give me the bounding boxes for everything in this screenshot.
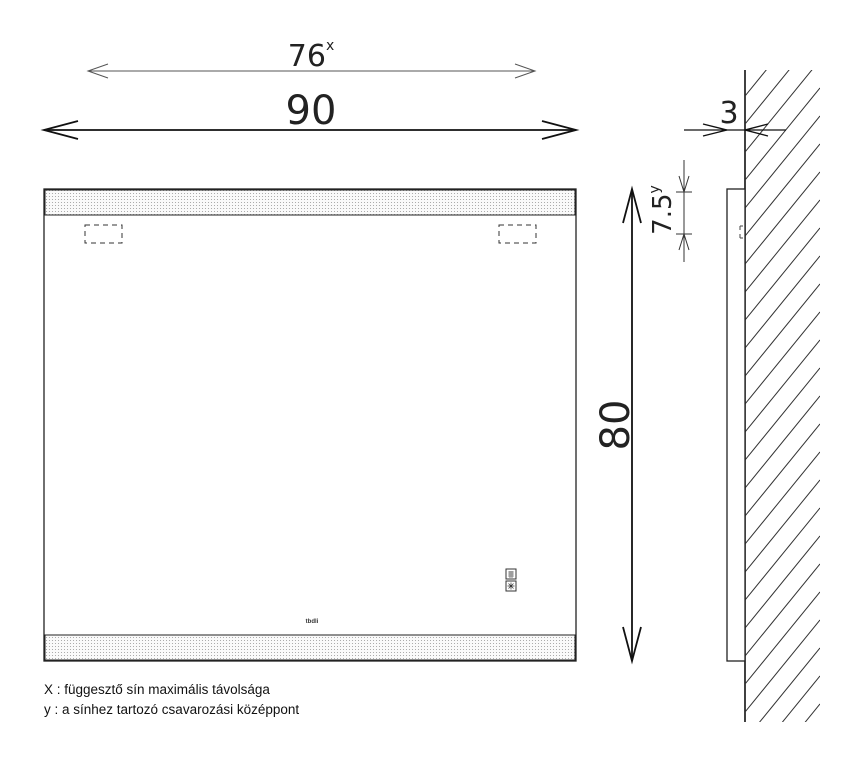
top-light-strip bbox=[44, 189, 576, 216]
rail-width-value: 76 bbox=[288, 39, 326, 74]
wall-section bbox=[744, 0, 820, 722]
wall-hatch-line bbox=[804, 703, 820, 722]
wall-hatch-line bbox=[745, 451, 820, 545]
left-hanging-bracket bbox=[84, 224, 123, 244]
brand-logo: tbdli bbox=[306, 619, 319, 625]
height-dimension: 80 bbox=[593, 185, 642, 665]
wall-hatch-line bbox=[745, 227, 820, 321]
rail-width-sup: x bbox=[326, 38, 334, 54]
total-width-value: 90 bbox=[286, 88, 337, 134]
screw-offset-value: 7.5 bbox=[648, 193, 678, 234]
wall-hatch-line bbox=[745, 395, 820, 489]
screw-offset-sup: y bbox=[647, 185, 663, 193]
touch-switch-icons bbox=[505, 568, 517, 592]
wall-hatch-line bbox=[745, 339, 820, 433]
wall-hatch-line bbox=[745, 311, 820, 405]
wall-hatch-line bbox=[745, 143, 820, 237]
total-width-dimension: 90 bbox=[40, 88, 580, 140]
mirror-front-view: tbdli bbox=[43, 188, 577, 662]
screw-offset-dimension: 7.5y bbox=[647, 160, 692, 262]
legend-x-definition: X : függesztő sín maximális távolsága bbox=[44, 682, 270, 697]
wall-hatch-line bbox=[745, 87, 820, 181]
svg-text:7.5y: 7.5y bbox=[647, 185, 678, 235]
legend: X : függesztő sín maximális távolsága y … bbox=[44, 680, 299, 720]
depth-value: 3 bbox=[719, 96, 738, 131]
wall-hatch-line bbox=[745, 70, 790, 125]
wall-hatch-line bbox=[745, 535, 820, 629]
wall-hatch-line bbox=[759, 647, 820, 722]
wall-hatch-line bbox=[745, 423, 820, 517]
height-value: 80 bbox=[593, 400, 639, 451]
wall-hatch-line bbox=[745, 479, 820, 573]
wall-hatch-line bbox=[745, 171, 820, 265]
wall-hatch-line bbox=[745, 199, 820, 293]
wall-hatch-line bbox=[745, 115, 820, 209]
mirror-side-profile bbox=[726, 188, 746, 662]
svg-text:76x: 76x bbox=[288, 38, 334, 74]
wall-hatch-line bbox=[745, 255, 820, 349]
wall-hatch-line bbox=[745, 283, 820, 377]
wall-hatch-line bbox=[745, 0, 820, 40]
wall-hatch-line bbox=[745, 507, 820, 601]
rail-width-dimension: 76x bbox=[86, 38, 537, 79]
wall-hatch-line bbox=[745, 591, 820, 685]
wall-hatch-line bbox=[745, 563, 820, 657]
wall-hatch-line bbox=[745, 70, 767, 97]
wall-hatch-line bbox=[745, 70, 813, 153]
wall-hatch-line bbox=[745, 367, 820, 461]
wall-hatch-line bbox=[745, 619, 820, 713]
wall-hatch-line bbox=[745, 0, 820, 68]
depth-dimension: 3 bbox=[684, 96, 786, 137]
legend-y-definition: y : a sínhez tartozó csavarozási középpo… bbox=[44, 702, 300, 717]
bottom-light-strip bbox=[44, 634, 576, 661]
wall-hatch-line bbox=[781, 675, 820, 722]
right-hanging-bracket bbox=[498, 224, 537, 244]
